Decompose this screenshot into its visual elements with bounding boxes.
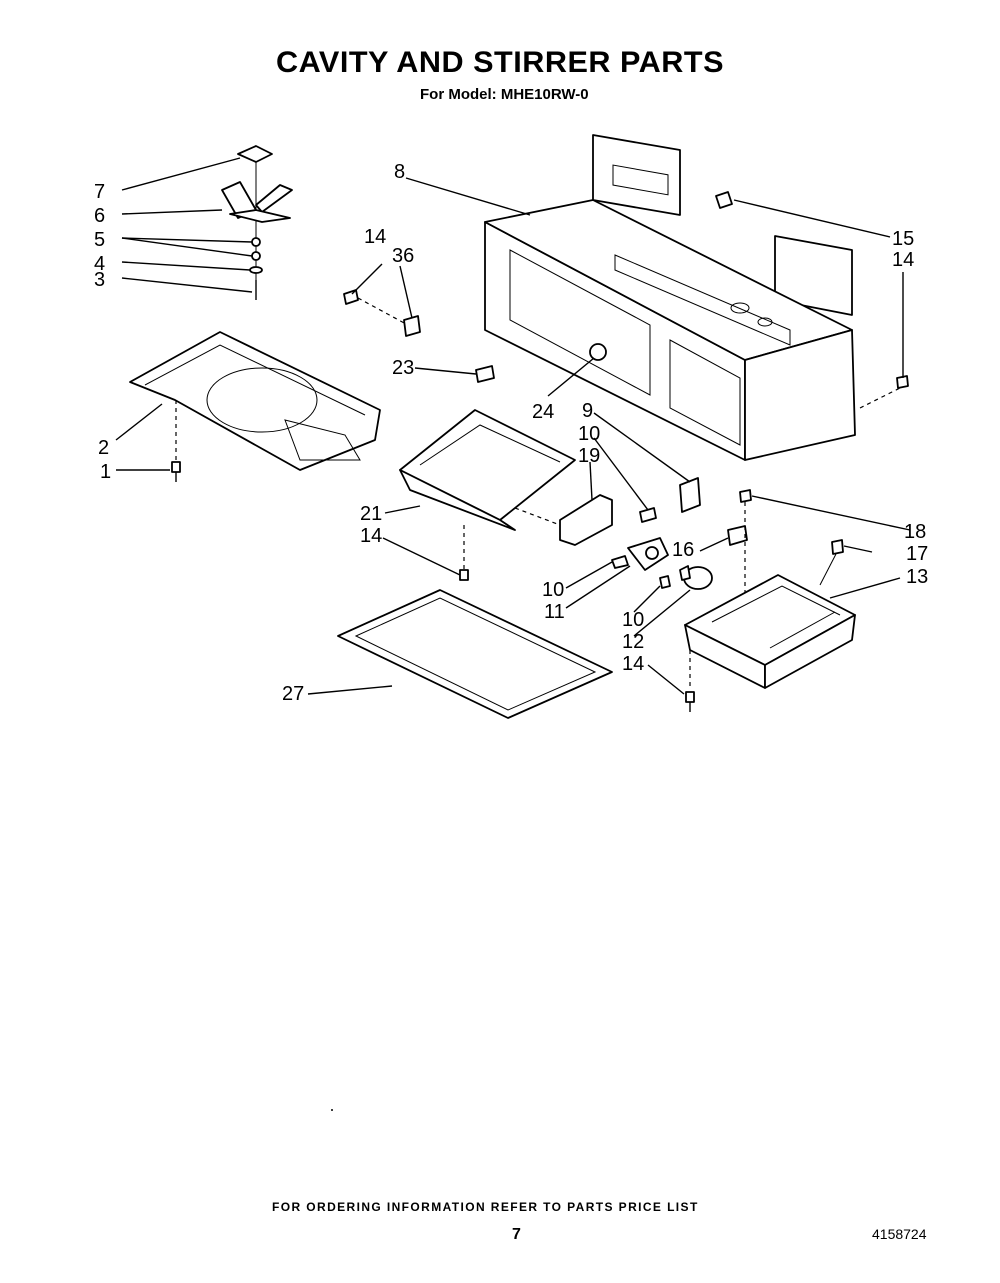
waveguide-cover <box>399 409 576 581</box>
ordering-note: FOR ORDERING INFORMATION REFER TO PARTS … <box>272 1200 699 1214</box>
stirrer-cover <box>129 331 381 482</box>
callout-14: 14 <box>364 226 386 248</box>
callout-8: 8 <box>394 161 405 183</box>
callout-4: 4 <box>94 253 105 275</box>
callout-16: 16 <box>672 539 694 561</box>
callout-14: 14 <box>360 525 382 547</box>
callout-13: 13 <box>906 566 928 588</box>
leader-lines <box>115 157 911 695</box>
lamp-parts <box>559 477 844 620</box>
callout-6: 6 <box>94 205 105 227</box>
callout-11: 11 <box>544 601 565 623</box>
page-title: CAVITY AND STIRRER PARTS <box>275 46 725 79</box>
callout-7: 7 <box>94 181 105 203</box>
stirrer-assembly <box>221 145 293 300</box>
callout-2: 2 <box>98 437 109 459</box>
callout-24: 24 <box>532 401 554 423</box>
callout-12: 12 <box>622 631 644 653</box>
callout-14: 14 <box>622 653 644 675</box>
callout-27: 27 <box>282 683 304 705</box>
callout-3: 3 <box>94 269 105 291</box>
callout-10: 10 <box>542 579 564 601</box>
callout-1: 1 <box>100 461 111 483</box>
cavity-assembly <box>475 134 856 461</box>
callout-17: 17 <box>906 543 928 565</box>
callout-21: 21 <box>360 503 382 525</box>
callout-15: 15 <box>892 228 914 250</box>
callout-23: 23 <box>392 357 414 379</box>
callout-18: 18 <box>904 521 926 543</box>
stray-dot <box>331 1109 333 1111</box>
callout-14: 14 <box>892 249 914 271</box>
callout-10: 10 <box>578 423 600 445</box>
callout-numbers: 7 6 5 4 3 2 1 8 14 36 23 24 15 14 9 10 1… <box>94 161 928 705</box>
callout-10: 10 <box>622 609 644 631</box>
document-number: 4158724 <box>872 1226 927 1242</box>
callout-9: 9 <box>582 400 593 422</box>
page-number: 7 <box>512 1226 521 1243</box>
callout-36: 36 <box>392 245 414 267</box>
lamp-housing <box>684 574 856 712</box>
callout-19: 19 <box>578 445 600 467</box>
glass-tray <box>337 589 613 719</box>
callout-5: 5 <box>94 229 105 251</box>
model-subtitle: For Model: MHE10RW-0 <box>420 86 589 103</box>
